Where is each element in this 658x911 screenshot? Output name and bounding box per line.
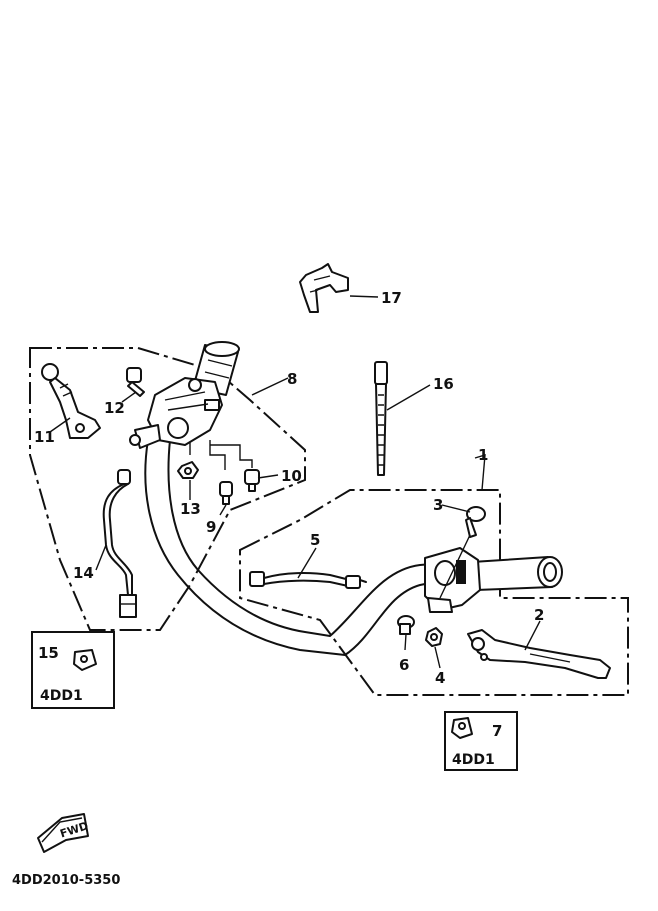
handlebar — [144, 439, 456, 656]
callout-labels: 1 2 3 4 5 6 7 8 9 10 11 12 13 14 15 16 1… — [34, 289, 544, 740]
part-17-bracket — [299, 263, 349, 313]
part-5-switch-cable — [249, 571, 367, 589]
callout-7: 7 — [492, 722, 502, 740]
part-10-screw — [244, 469, 260, 492]
inset-code-right: 4DD1 — [452, 752, 495, 768]
group-outline-1 — [239, 489, 629, 696]
callout-6: 6 — [399, 656, 409, 674]
part-6-bolt — [397, 615, 415, 635]
callout-15: 15 — [38, 644, 59, 662]
part-16-cable-tie — [374, 361, 388, 476]
callout-1: 1 — [478, 446, 488, 464]
callout-14: 14 — [73, 564, 94, 582]
inset-box-part-15: 4DD1 — [31, 631, 115, 709]
callout-3: 3 — [433, 496, 443, 514]
callout-8: 8 — [287, 370, 297, 388]
part-9-screw — [219, 481, 233, 505]
callout-12: 12 — [104, 399, 125, 417]
forward-arrow-icon: FWD — [37, 813, 90, 853]
right-grip — [471, 556, 563, 591]
callout-5: 5 — [310, 531, 320, 549]
callout-13: 13 — [180, 500, 201, 518]
part-4-nut — [425, 627, 443, 647]
callout-9: 9 — [206, 518, 216, 536]
part-12-screw — [126, 367, 145, 397]
part-3-screw — [465, 506, 486, 538]
inset-code-left: 4DD1 — [40, 688, 83, 704]
part-8-switch-housing — [129, 377, 223, 449]
callout-4: 4 — [435, 669, 445, 687]
leader-lines-group — [189, 440, 253, 470]
callout-16: 16 — [433, 375, 454, 393]
part-lever-bracket — [424, 547, 481, 613]
callout-17: 17 — [381, 289, 402, 307]
inset-box-part-7: 4DD1 — [444, 711, 518, 771]
diagram-code: 4DD2010-5350 — [12, 873, 120, 888]
callout-2: 2 — [534, 606, 544, 624]
callout-11: 11 — [34, 428, 55, 446]
part-2-lever — [467, 629, 611, 679]
callout-10: 10 — [281, 467, 302, 485]
part-11-lever — [41, 363, 101, 439]
part-13-nut — [177, 461, 199, 479]
part-14-wire — [102, 469, 137, 618]
